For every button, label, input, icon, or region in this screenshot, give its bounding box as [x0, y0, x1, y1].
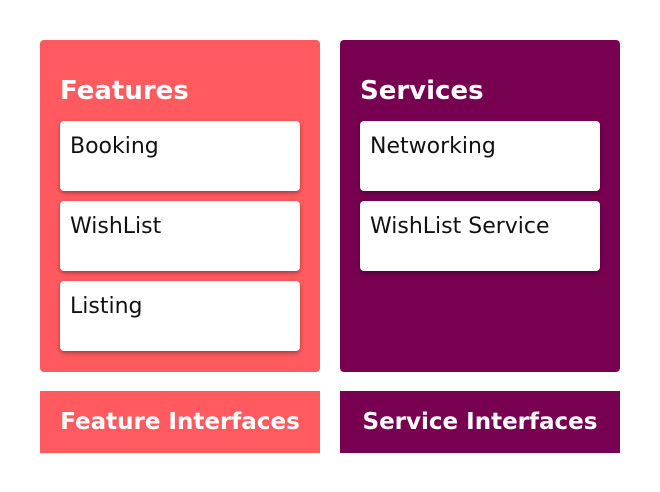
feature-card-wishlist: WishList: [60, 201, 300, 271]
services-panel: Services Networking WishList Service: [340, 40, 620, 372]
services-title: Services: [360, 76, 484, 106]
features-title: Features: [60, 76, 189, 106]
feature-card-listing: Listing: [60, 281, 300, 351]
service-interfaces-band: Service Interfaces: [340, 391, 620, 453]
feature-card-booking: Booking: [60, 121, 300, 191]
features-panel: Features Booking WishList Listing: [40, 40, 320, 372]
service-card-wishlist-service: WishList Service: [360, 201, 600, 271]
feature-interfaces-band: Feature Interfaces: [40, 391, 320, 453]
service-card-networking: Networking: [360, 121, 600, 191]
